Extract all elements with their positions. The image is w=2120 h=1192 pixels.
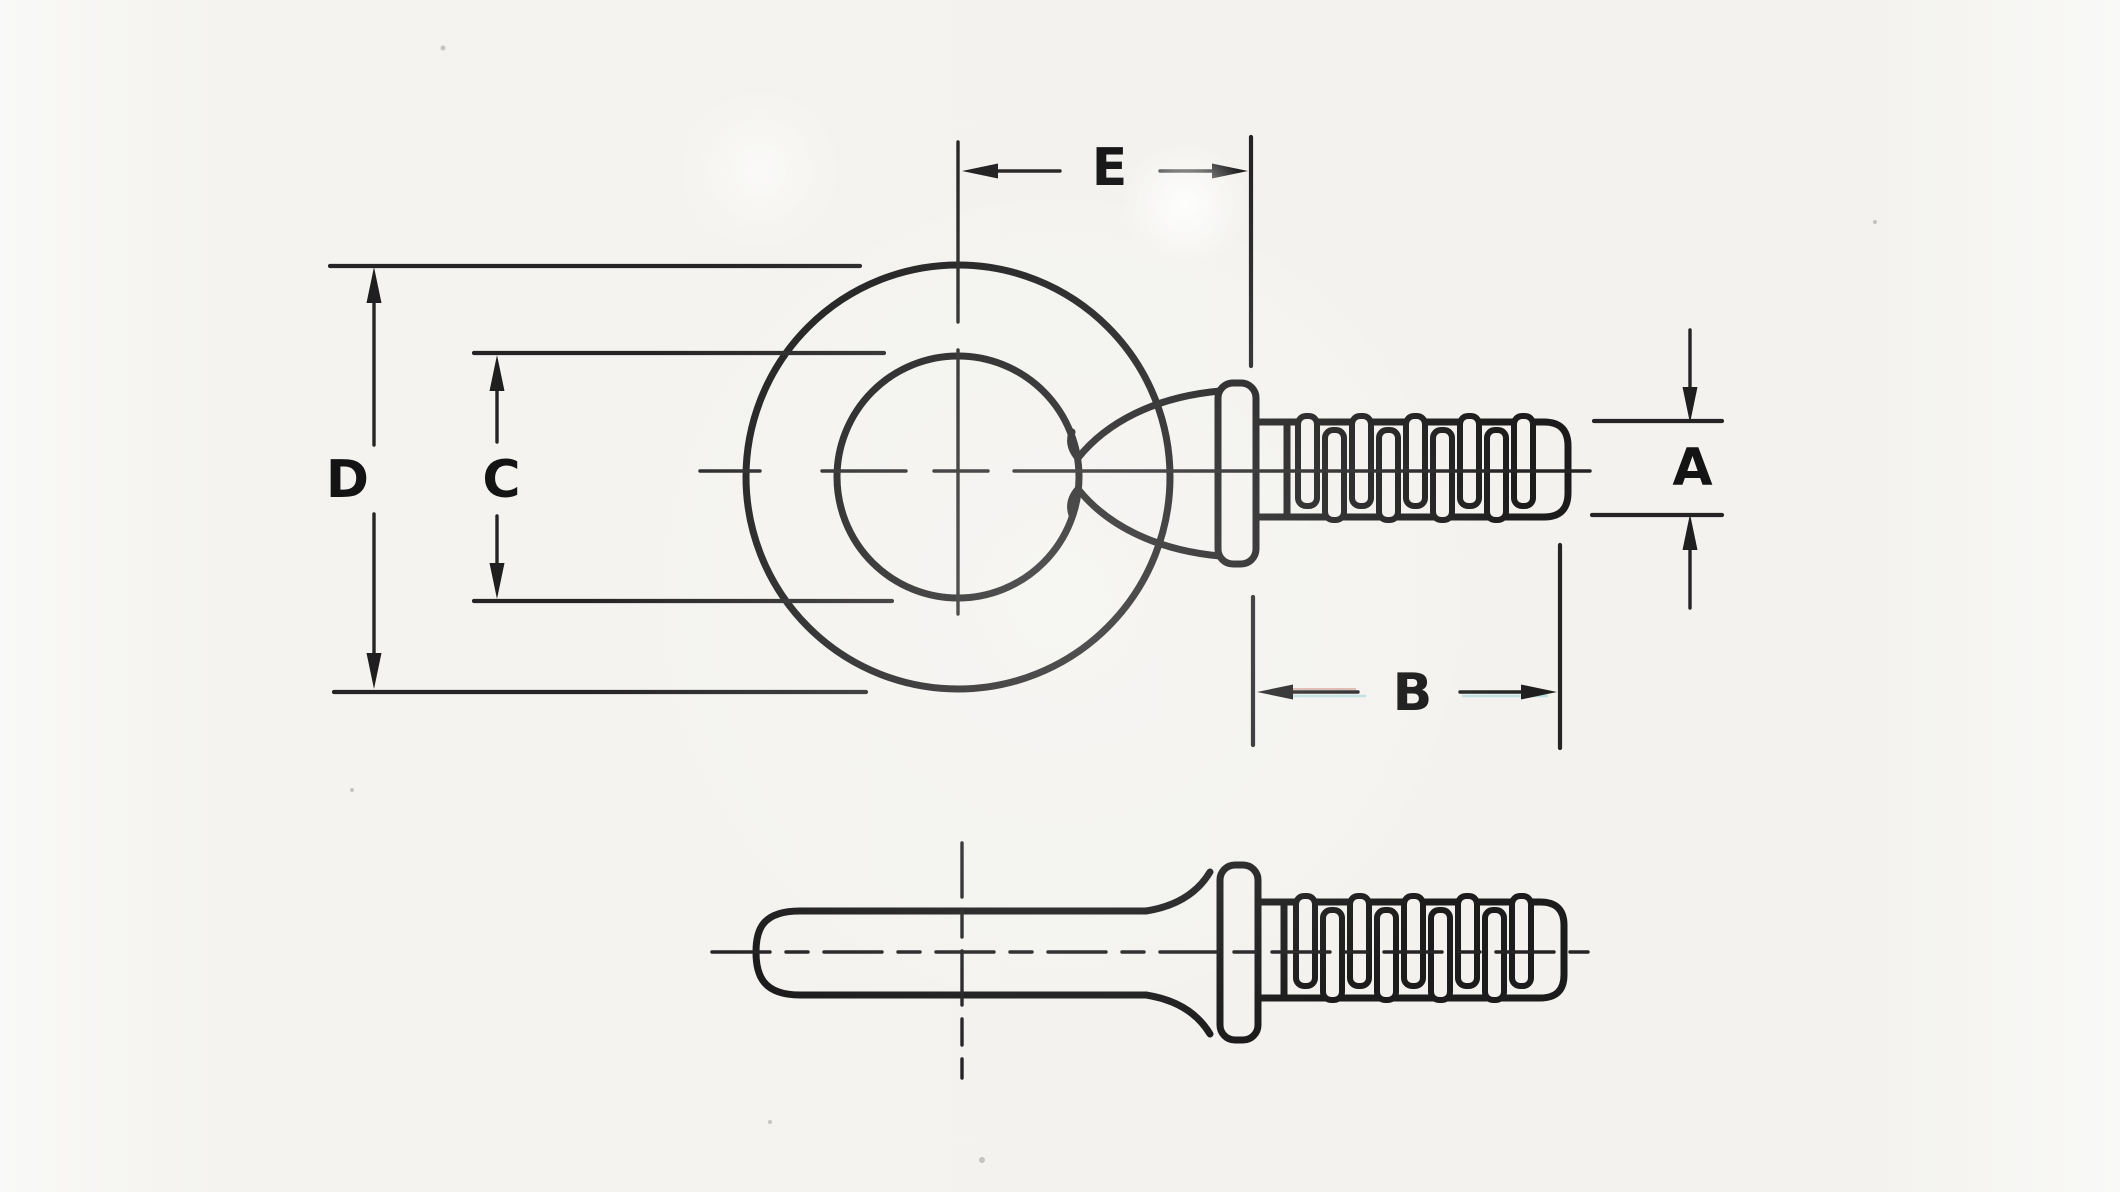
dimension-b: B [1250,542,1563,751]
dim-d-up-arrow [366,267,382,303]
dim-c-label: C [482,450,521,510]
side-view [710,841,1590,1080]
boss-profile-bottom-edge [1142,991,1214,1038]
boss-bottom-edge [1067,483,1224,560]
dim-a-label: A [1672,438,1713,498]
dim-d-label: D [326,450,370,510]
dim-e-right-arrow [1212,163,1248,179]
dim-b-left-arrow [1257,684,1293,700]
boss-profile-top-edge [1142,868,1214,915]
front-view [698,140,1592,693]
dim-b-label: B [1393,663,1434,723]
dim-a-up-arrow [1682,514,1698,550]
thread-bars-profile [1293,893,1534,1003]
dimension-e: E [962,134,1254,369]
dimension-d: D [326,263,869,695]
dim-c-down-arrow [489,563,505,599]
dimension-c: C [471,350,895,604]
dim-a-down-arrow [1682,387,1698,423]
shoulder-collar [1214,379,1260,568]
dim-e-label: E [1092,138,1129,198]
dim-d-down-arrow [366,653,382,689]
dim-c-up-arrow [489,355,505,391]
dim-e-left-arrow [962,163,998,179]
boss-top-edge [1067,387,1224,464]
thread-bars [1295,413,1536,523]
dimension-a: A [1589,328,1725,610]
